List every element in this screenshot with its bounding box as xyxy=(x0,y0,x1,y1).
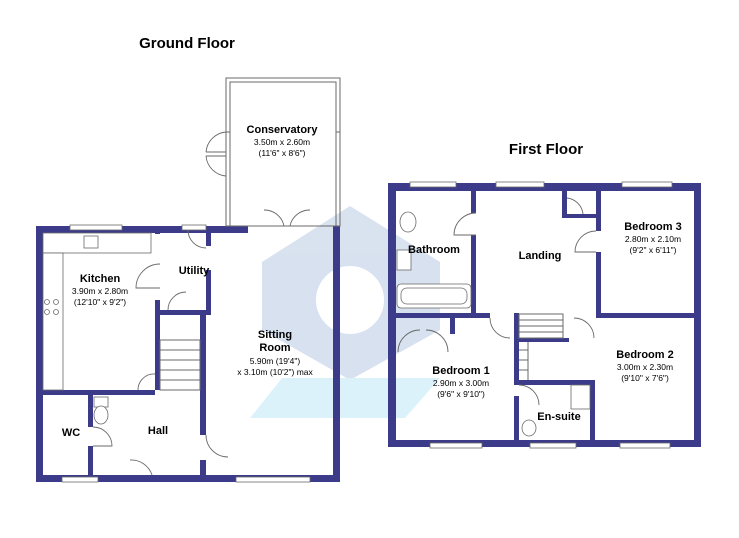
ground-stairs xyxy=(159,339,201,391)
sitting-room-dim-line1: 5.90m (19'4") xyxy=(250,356,301,366)
wc-label: WC xyxy=(62,427,80,439)
ground-doors xyxy=(92,209,311,476)
watermark-logo xyxy=(250,206,440,418)
bedroom3-label: Bedroom 3 xyxy=(624,221,681,233)
bedroom3-dim-imperial: (9'2" x 6'11") xyxy=(630,245,677,255)
conservatory-label: Conservatory xyxy=(247,124,319,136)
landing-label: Landing xyxy=(519,250,562,262)
bedroom2-dim-metric: 3.00m x 2.30m xyxy=(617,362,673,372)
hall-label: Hall xyxy=(148,425,168,437)
conservatory-frame xyxy=(205,77,341,227)
bedroom3-dim-metric: 2.80m x 2.10m xyxy=(625,234,681,244)
utility-label: Utility xyxy=(179,265,210,277)
ensuite-label: En-suite xyxy=(537,411,580,423)
bedroom1-dim-imperial: (9'6" x 9'10") xyxy=(437,389,485,399)
first-stairs xyxy=(518,313,564,380)
bathroom-fixtures xyxy=(396,211,472,309)
bedroom1-dim-metric: 2.90m x 3.00m xyxy=(433,378,489,388)
bedroom1-label: Bedroom 1 xyxy=(432,365,489,377)
conservatory-dim-imperial: (11'6" x 8'6") xyxy=(259,148,306,158)
first-floor-windows xyxy=(409,181,673,449)
first-doors xyxy=(397,197,597,406)
bedroom2-dim-imperial: (9'10" x 7'6") xyxy=(621,373,669,383)
ground-floor-windows xyxy=(61,224,311,483)
sitting-room-dim-line2: x 3.10m (10'2") max xyxy=(237,367,313,377)
ensuite-fixtures xyxy=(521,384,591,437)
kitchen-units xyxy=(42,232,152,391)
sitting-room-label-line1: Sitting xyxy=(258,329,292,341)
kitchen-dim-metric: 3.90m x 2.80m xyxy=(72,286,128,296)
bedroom2-label: Bedroom 2 xyxy=(616,349,673,361)
ground-floor-title: Ground Floor xyxy=(139,35,235,52)
bathroom-label: Bathroom xyxy=(408,244,460,256)
conservatory-dim-metric: 3.50m x 2.60m xyxy=(254,137,310,147)
wc-fixtures xyxy=(93,396,109,425)
kitchen-label: Kitchen xyxy=(80,273,121,285)
sitting-room-label-line2: Room xyxy=(259,342,290,354)
ground-floor-walls xyxy=(36,226,340,482)
kitchen-dim-imperial: (12'10" x 9'2") xyxy=(74,297,126,307)
first-floor-title: First Floor xyxy=(509,141,583,158)
